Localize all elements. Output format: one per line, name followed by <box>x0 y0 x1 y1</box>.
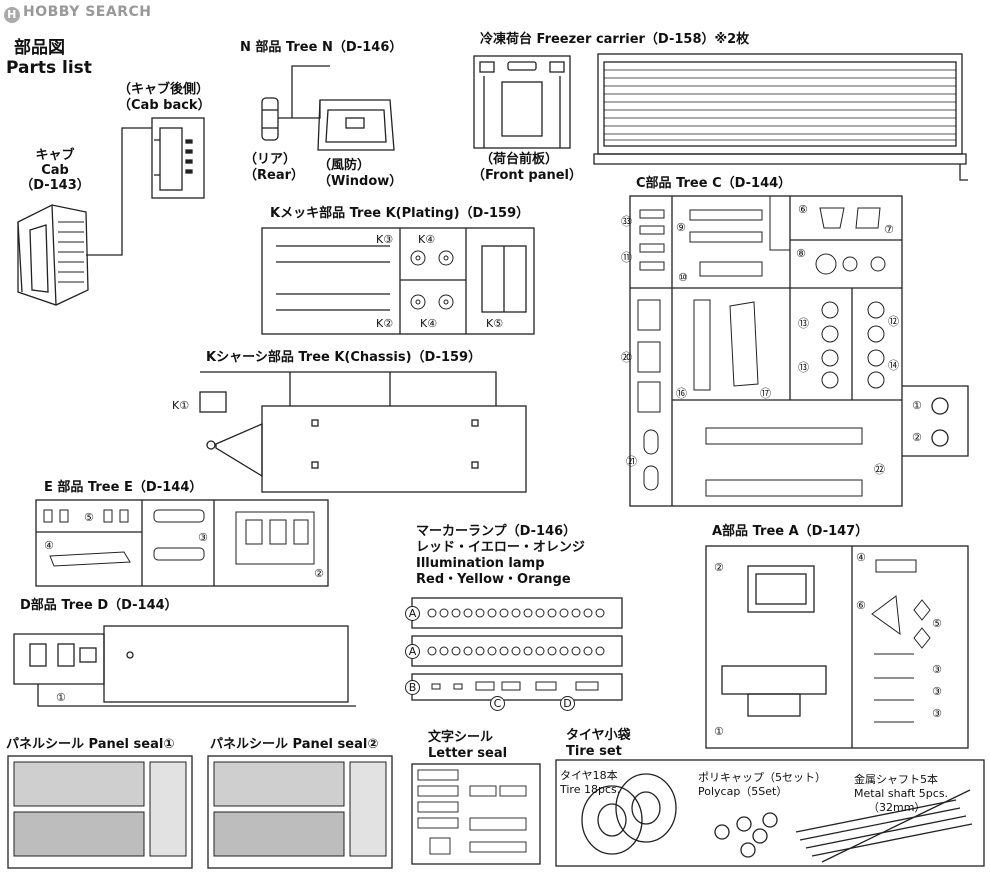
marker-colors-jp: レッド・イエロー・オレンジ <box>416 540 585 555</box>
marker-title-jp: マーカーランプ（D-146） <box>416 524 577 539</box>
marker-runner-b: B <box>405 680 420 695</box>
letter-seal-jp: 文字シール <box>428 730 494 745</box>
k-chassis-k1: K① <box>172 399 190 412</box>
tree-e-drawing <box>35 499 329 587</box>
seal-sheets-drawing <box>7 755 541 869</box>
tree-n-window-en: （Window） <box>318 174 403 189</box>
tire-set-en: Tire set <box>566 744 622 759</box>
freezer-front-panel-drawing <box>473 55 571 149</box>
tree-c-num-7: ⑦ <box>884 223 894 236</box>
tree-c-num-12: ⑫ <box>888 315 899 328</box>
tree-a-num-3c: ③ <box>932 707 942 720</box>
tree-n-rear-en: （Rear） <box>244 168 305 183</box>
marker-title-en: Illumination lamp <box>416 556 545 571</box>
tree-n-rear-jp: （リア） <box>244 152 297 167</box>
freezer-carrier-drawing <box>593 53 968 181</box>
tree-c-num-16: ⑯ <box>676 387 687 400</box>
tree-c-num-1: ① <box>912 399 922 412</box>
tree-n-drawing <box>261 65 395 151</box>
tree-c-drawing <box>629 195 969 507</box>
marker-lamp-drawing <box>411 597 623 701</box>
tree-a-num-2: ② <box>714 561 724 574</box>
k-plating-k5: K⑤ <box>486 317 504 330</box>
shaft-en: Metal shaft 5pcs. <box>854 787 949 800</box>
tree-d-drawing <box>13 625 356 707</box>
shaft-jp: 金属シャフト5本 <box>854 773 938 786</box>
polycap-en: Polycap（5Set） <box>698 785 788 798</box>
tree-c-num-9: ⑨ <box>676 221 686 234</box>
tree-a-num-3a: ③ <box>932 663 942 676</box>
marker-runner-a2: A <box>405 644 420 659</box>
tire-set-drawing <box>555 759 985 867</box>
tree-a-drawing <box>705 545 969 749</box>
tree-c-num-6: ⑥ <box>798 203 808 216</box>
parts-list-jp: 部品図 <box>14 38 65 58</box>
tree-e-title: E 部品 Tree E（D-144） <box>44 480 203 495</box>
tree-c-num-14: ⑭ <box>888 359 899 372</box>
k-plating-k3: K③ <box>376 233 394 246</box>
tire-count-jp: タイヤ18本 <box>560 769 618 782</box>
tree-k-chassis-title: Kシャーシ部品 Tree K(Chassis)（D-159） <box>206 350 482 365</box>
freezer-title: 冷凍荷台 Freezer carrier（D-158）※2枚 <box>480 32 750 47</box>
tree-d-title: D部品 Tree D（D-144） <box>20 598 178 613</box>
k-plating-k4b: K④ <box>420 317 438 330</box>
tree-k-plating-drawing <box>261 227 535 335</box>
tree-c-num-10: ⑩ <box>678 271 688 284</box>
tree-c-num-20: ⑳ <box>621 351 632 364</box>
cab-label-jp: キャブ <box>35 148 75 163</box>
tree-c-num-33: ㉝ <box>621 215 632 228</box>
cab-back-label-jp: （キャブ後側） <box>118 82 210 97</box>
tree-e-num-5: ⑤ <box>84 511 94 524</box>
tree-c-num-13b: ⑬ <box>798 361 809 374</box>
marker-runner-c: C <box>490 696 505 711</box>
shaft-length: （32mm） <box>868 801 926 814</box>
tire-set-jp: タイヤ小袋 <box>566 728 631 743</box>
tree-c-num-21: ㉑ <box>626 455 637 468</box>
cab-label-en: Cab <box>41 163 69 178</box>
tree-k-chassis-drawing <box>199 371 527 493</box>
panel-seal-2-label: パネルシール Panel seal② <box>210 737 379 752</box>
tree-c-num-8: ⑧ <box>796 247 806 260</box>
watermark-text: HOBBY SEARCH <box>23 4 152 20</box>
tree-a-num-4: ④ <box>856 551 866 564</box>
hobby-search-logo-icon: H <box>4 7 20 23</box>
tree-c-num-13a: ⑬ <box>798 317 809 330</box>
tree-a-num-6: ⑥ <box>856 599 866 612</box>
cab-back-drawing <box>151 117 205 199</box>
tree-c-num-22: ㉒ <box>874 463 885 476</box>
tree-c-num-2: ② <box>912 431 922 444</box>
tree-e-num-2: ② <box>314 567 324 580</box>
tree-c-num-17: ⑰ <box>760 387 771 400</box>
tire-count-en: Tire 18pcs. <box>560 783 621 796</box>
marker-runner-a1: A <box>405 606 420 621</box>
parts-list-en: Parts list <box>6 58 92 78</box>
marker-colors-en: Red・Yellow・Orange <box>416 572 571 587</box>
k-plating-k4a: K④ <box>418 233 436 246</box>
freezer-front-en: （Front panel） <box>472 168 582 183</box>
k-plating-k2: K② <box>376 317 394 330</box>
cab-back-label-en: （Cab back） <box>118 98 211 113</box>
tree-k-plating-title: Kメッキ部品 Tree K(Plating)（D-159） <box>270 206 530 221</box>
tree-a-num-5: ⑤ <box>932 617 942 630</box>
tree-a-num-1: ① <box>714 725 724 738</box>
freezer-front-jp: （荷台前板） <box>480 152 559 167</box>
tree-e-num-4: ④ <box>44 539 54 552</box>
letter-seal-en: Letter seal <box>428 746 508 761</box>
tree-e-num-3: ③ <box>198 531 208 544</box>
tree-n-window-jp: （風防） <box>318 158 371 173</box>
polycap-jp: ポリキャップ（5セット） <box>698 771 826 784</box>
cab-label-code: （D-143） <box>20 178 90 193</box>
tree-c-num-11: ⑪ <box>621 251 632 264</box>
tree-a-num-3b: ③ <box>932 685 942 698</box>
panel-seal-1-label: パネルシール Panel seal① <box>6 737 175 752</box>
tree-n-title: N 部品 Tree N（D-146） <box>240 40 403 55</box>
tree-d-num-1: ① <box>56 691 66 704</box>
cab-drawing <box>17 127 152 306</box>
tree-c-title: C部品 Tree C（D-144） <box>636 176 792 191</box>
marker-runner-d: D <box>560 696 575 711</box>
tree-a-title: A部品 Tree A（D-147） <box>712 524 869 539</box>
